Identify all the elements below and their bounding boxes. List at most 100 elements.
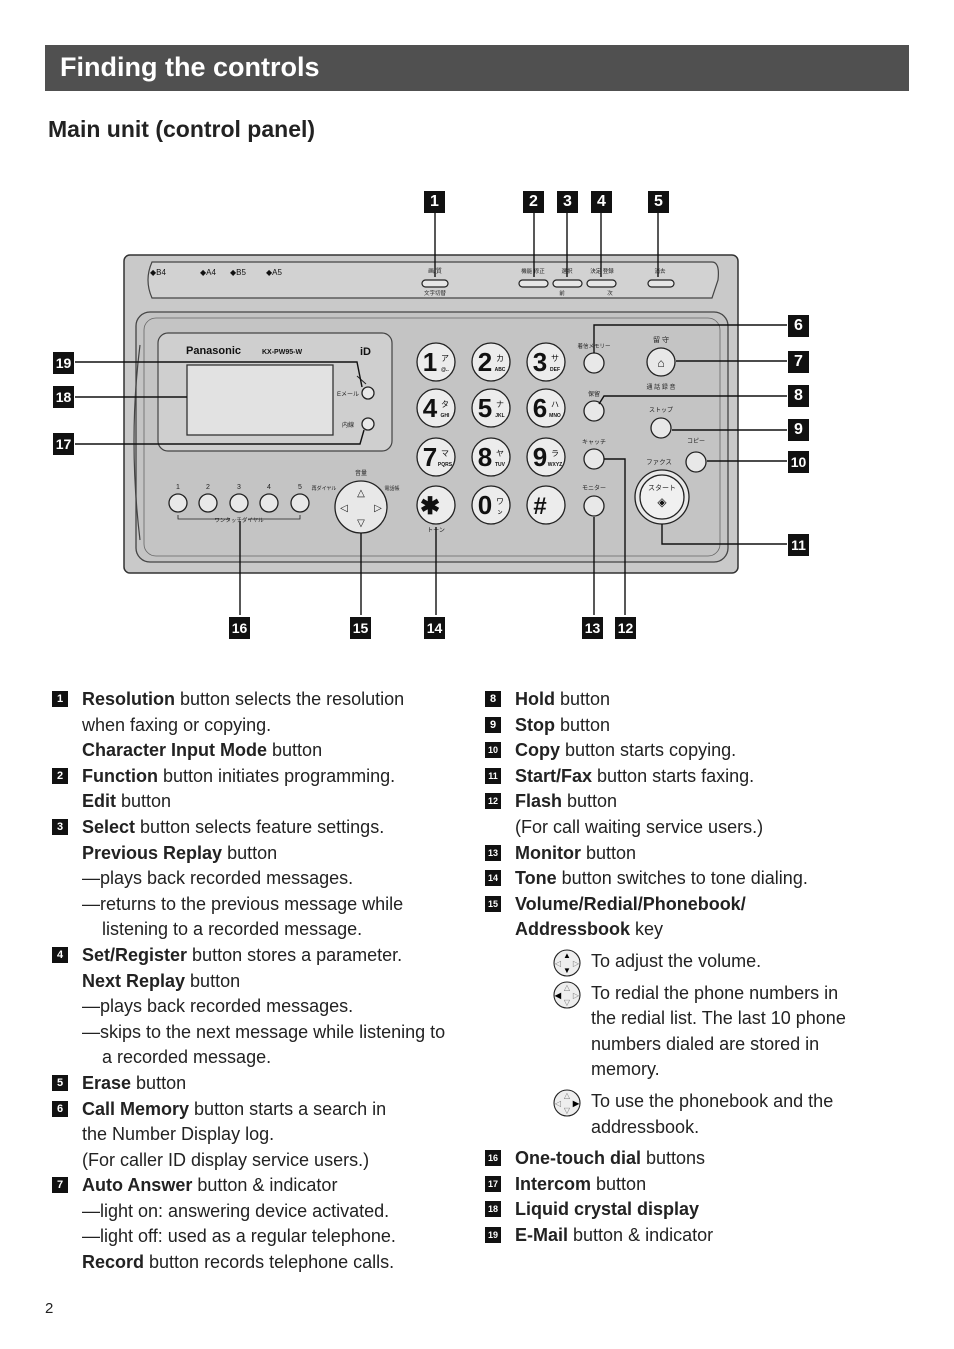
description-text: Copy xyxy=(515,740,560,761)
panel-label: コピー xyxy=(687,438,705,445)
stop-button[interactable] xyxy=(650,417,672,439)
panel-label: 通 話 録 音 xyxy=(646,383,675,391)
hold-button[interactable] xyxy=(583,400,605,422)
callout-number-8: 8 xyxy=(788,385,809,407)
dial-key-kana: タ xyxy=(441,400,449,409)
page-number: 2 xyxy=(45,1300,54,1317)
paper-size-label: ◆A5 xyxy=(266,268,282,277)
intercom-button[interactable] xyxy=(361,417,375,431)
dial-key-number: 9 xyxy=(533,442,547,472)
function-button[interactable] xyxy=(518,279,549,288)
dial-key-kana: マ xyxy=(441,449,449,458)
description-text: Set/Register xyxy=(82,944,188,965)
description-text: buttons xyxy=(641,1148,706,1169)
home-icon: ⌂ xyxy=(657,356,664,370)
dial-key-2[interactable] xyxy=(471,342,511,382)
description-text: Edit xyxy=(82,791,116,812)
callout-number-2: 2 xyxy=(523,191,544,213)
one-touch-dial-5[interactable] xyxy=(290,493,310,513)
nav-key-usage: △▽◁▶To use the phonebook and the address… xyxy=(515,1089,861,1140)
lcd-display xyxy=(186,364,334,436)
dial-key-7[interactable] xyxy=(416,437,456,477)
dial-key-6[interactable] xyxy=(526,388,566,428)
dial-key-letters: WXYZ xyxy=(548,462,562,468)
panel-label: スタート xyxy=(648,483,676,492)
dial-key-*[interactable] xyxy=(416,485,456,525)
description-text: button xyxy=(131,1072,187,1093)
dial-key-4[interactable] xyxy=(416,388,456,428)
description-text: —light off: used as a regular telephone. xyxy=(82,1226,396,1247)
panel-label: ワンタッチダイヤル xyxy=(214,516,264,524)
dial-key-0[interactable] xyxy=(471,485,511,525)
panel-label: 内線 xyxy=(342,421,354,429)
callout-line xyxy=(593,324,787,353)
flash-button[interactable] xyxy=(583,448,605,470)
callout-line xyxy=(75,429,365,445)
dial-key-3[interactable] xyxy=(526,342,566,382)
description-text: button selects feature settings. xyxy=(135,816,385,837)
nav-arrow-icon: ▽ xyxy=(357,518,365,529)
description-text: Volume/Redial/Phonebook/ xyxy=(515,893,746,914)
callout-number-9: 9 xyxy=(788,419,809,441)
dial-key-8[interactable] xyxy=(471,437,511,477)
dial-key-number: 4 xyxy=(423,393,438,423)
monitor-button[interactable] xyxy=(583,495,605,517)
svg-text:△: △ xyxy=(564,983,571,992)
description-text: Auto Answer xyxy=(82,1175,193,1196)
dial-key-5[interactable] xyxy=(471,388,511,428)
description-number: 8 xyxy=(485,691,501,707)
nav-arrow-icon: ▷ xyxy=(374,503,382,514)
description-number: 1 xyxy=(52,691,68,707)
one-touch-dial-1[interactable] xyxy=(168,493,188,513)
erase-button[interactable] xyxy=(647,279,675,288)
one-touch-dial-3[interactable] xyxy=(229,493,249,513)
start-fax-inner[interactable] xyxy=(639,474,685,520)
email-button[interactable] xyxy=(361,386,375,400)
panel-label: 3 xyxy=(237,484,241,491)
description-text: button records telephone calls. xyxy=(144,1252,395,1273)
dial-key-kana: ワ xyxy=(496,497,504,506)
one-touch-dial-4[interactable] xyxy=(259,493,279,513)
nav-key-usage-text: To use the phonebook and the addressbook… xyxy=(591,1090,834,1137)
dial-key-9[interactable] xyxy=(526,437,566,477)
auto-answer-button[interactable] xyxy=(646,347,676,377)
dial-key-letters: TUV xyxy=(495,462,506,468)
description-text: button starts faxing. xyxy=(592,765,755,786)
one-touch-dial-2[interactable] xyxy=(198,493,218,513)
nav-arrow-icon: ◁ xyxy=(340,503,348,514)
description-text: when faxing or copying. xyxy=(82,714,272,735)
panel-label: ファクス xyxy=(646,458,672,466)
description-text: One-touch dial xyxy=(515,1148,641,1169)
nav-key-ud-icon: ▲▼◁▷ xyxy=(553,949,581,977)
page-title: Finding the controls xyxy=(60,52,320,82)
dial-key-letters: @.. xyxy=(441,367,449,373)
set-register-button[interactable] xyxy=(586,279,617,288)
dial-key-1[interactable] xyxy=(416,342,456,382)
description-text: Tone xyxy=(515,868,557,889)
description-number: 3 xyxy=(52,818,68,835)
description-text: button xyxy=(116,791,172,812)
copy-button[interactable] xyxy=(685,451,707,473)
callout-number-19: 19 xyxy=(53,352,74,374)
description-text: Hold xyxy=(515,689,555,709)
description-text: button xyxy=(580,842,637,863)
description-text: the Number Display log. xyxy=(82,1124,275,1145)
description-text: button xyxy=(555,714,611,735)
panel-label: ストップ xyxy=(649,407,673,414)
dial-key-#[interactable] xyxy=(526,485,566,525)
select-button[interactable] xyxy=(552,279,583,288)
panel-label: 再ダイヤル xyxy=(312,485,337,492)
svg-text:◁: ◁ xyxy=(555,1099,562,1108)
call-memory-button[interactable] xyxy=(583,352,605,374)
resolution-button[interactable] xyxy=(421,279,449,288)
panel-label: 4 xyxy=(267,484,271,491)
panel-label: 消去 xyxy=(654,267,666,275)
description-text: Select xyxy=(82,816,136,837)
callout-line xyxy=(598,395,787,405)
